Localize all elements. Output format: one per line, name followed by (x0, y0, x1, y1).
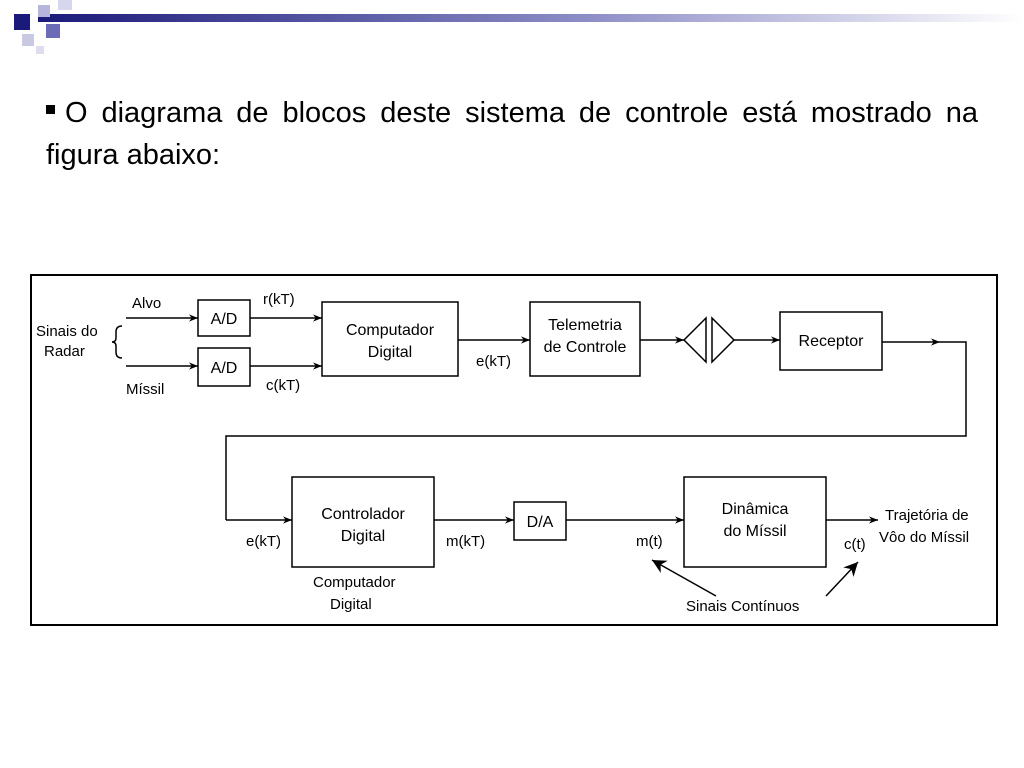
sinais-radar-label-line2: Radar (44, 343, 85, 360)
trajetoria-label-line1: Trajetória de (885, 507, 969, 524)
deco-square-light-1 (38, 5, 50, 17)
telemetria-label-line2: de Controle (544, 339, 627, 356)
computador-block (321, 301, 459, 377)
sinais-continuos-arrow-right (825, 561, 859, 597)
deco-square-light-4 (36, 46, 44, 54)
controlador-label-line2: Digital (341, 528, 385, 545)
dinamica-label-line2: do Míssil (723, 523, 786, 540)
controlador-block (291, 476, 435, 568)
feedback-routing-line (225, 341, 967, 520)
e-kt-top-label: e(kT) (476, 353, 511, 370)
telemetria-block (529, 301, 641, 377)
bullet-text: O diagrama de blocos deste sistema de co… (46, 97, 978, 171)
square-bullet-icon (46, 104, 55, 114)
da-block (513, 501, 567, 541)
missil-label: Míssil (126, 381, 164, 398)
r-kt-label: r(kT) (263, 291, 295, 308)
controlador-label-line1: Controlador (321, 506, 405, 523)
c-t-label: c(t) (844, 536, 866, 553)
alvo-label: Alvo (132, 295, 161, 312)
ad-top-block (197, 299, 251, 337)
computador-label-line2: Digital (368, 344, 412, 361)
telemetria-label-line1: Telemetria (548, 317, 622, 334)
antenna-receive-icon (711, 316, 736, 364)
c-kt-label: c(kT) (266, 377, 300, 394)
antenna-transmit-icon (682, 316, 707, 364)
m-t-label: m(t) (636, 533, 663, 550)
computador-digital-note-line2: Digital (330, 596, 372, 613)
da-label: D/A (527, 514, 554, 531)
ad-bottom-label: A/D (211, 360, 238, 377)
computador-label-line1: Computador (346, 322, 435, 339)
e-kt-bottom-label: e(kT) (246, 533, 281, 550)
dinamica-label-line1: Dinâmica (722, 501, 789, 518)
computador-digital-note-line1: Computador (313, 574, 396, 591)
m-kt-label: m(kT) (446, 533, 485, 550)
header-decoration (14, 0, 1024, 54)
trajetoria-label-line2: Vôo do Míssil (879, 529, 969, 546)
header-gradient-bar (38, 14, 1024, 22)
sinais-continuos-arrow-left (651, 559, 717, 597)
deco-square-mid (46, 24, 60, 38)
receptor-label: Receptor (799, 333, 865, 350)
ad-top-label: A/D (211, 311, 238, 328)
deco-square-light-3 (22, 34, 34, 46)
diagram-frame (30, 274, 998, 626)
sinais-continuos-label: Sinais Contínuos (686, 598, 799, 615)
block-diagram: Sinais do Radar Alvo Míssil A/D A/D r(kT… (30, 274, 998, 626)
deco-square-dark (14, 14, 30, 30)
dinamica-block (683, 476, 827, 568)
input-brace (111, 325, 123, 359)
receptor-block (779, 311, 883, 371)
deco-square-light-2 (58, 0, 72, 10)
sinais-radar-label-line1: Sinais do (36, 323, 98, 340)
ad-bottom-block (197, 347, 251, 387)
bullet-paragraph: O diagrama de blocos deste sistema de co… (46, 92, 978, 176)
